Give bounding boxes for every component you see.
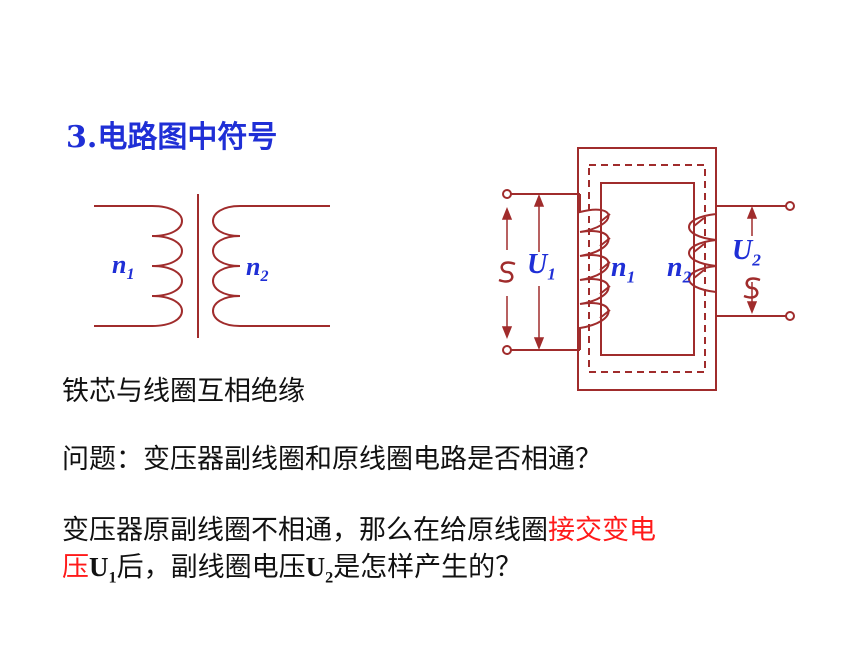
ac-source-glyphs: [498, 261, 761, 299]
insulation-note: 铁芯与线圈互相绝缘: [62, 376, 305, 407]
transformer-symbol: [94, 194, 330, 338]
u1-label: U1: [527, 249, 556, 284]
u2-label: U2: [732, 235, 761, 270]
primary-circuit: [502, 189, 611, 355]
section-heading: 3.电路图中符号: [66, 120, 278, 155]
core-n1-label: n1: [611, 252, 636, 287]
voltage-arrows: [501, 193, 758, 351]
core-n2-label: n2: [667, 252, 692, 287]
transformer-core: [577, 147, 717, 391]
answer-line-1: 变压器原副线圈不相通，那么在给原线圈接交变电: [62, 515, 656, 546]
symbol-n1-label: n1: [112, 250, 135, 284]
question-text: 问题：变压器副线圈和原线圈电路是否相通？: [62, 444, 602, 475]
secondary-circuit: [688, 201, 795, 321]
answer-line-2: 压U1后，副线圈电压U2是怎样产生的？: [62, 552, 523, 587]
symbol-n2-label: n2: [246, 252, 269, 286]
